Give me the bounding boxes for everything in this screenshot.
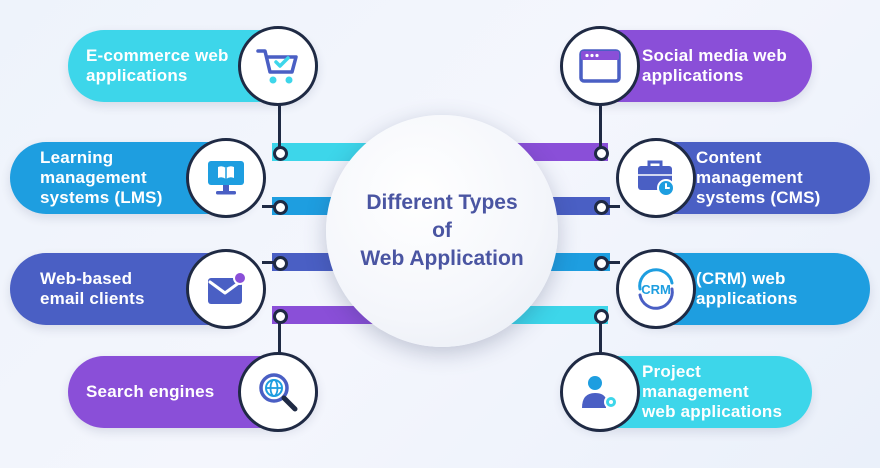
leader-line-social [599, 100, 602, 152]
leader-line-lms [262, 205, 280, 208]
connector-dot-crm [594, 256, 609, 271]
item-label: Learning management systems (LMS) [40, 148, 163, 207]
item-label: Search engines [86, 382, 215, 401]
crm-icon: CRM [638, 268, 674, 310]
icon-circle-project [560, 352, 640, 432]
connector-dot-cms [594, 200, 609, 215]
item-label: Content management systems (CMS) [696, 148, 821, 207]
icon-circle-search [238, 352, 318, 432]
center-title-circle: Different Types of Web Application [326, 115, 558, 347]
briefcase-clock-icon [638, 160, 675, 197]
connector-dot-search [273, 309, 288, 324]
leader-line-crm [602, 261, 620, 264]
item-label: (CRM) web applications [696, 269, 798, 308]
item-label: E-commerce web applications [86, 46, 229, 85]
leader-line-project [599, 316, 602, 368]
item-label: Project management web applications [642, 362, 783, 421]
envelope-icon [208, 271, 247, 304]
icon-circle-crm: CRM [616, 249, 696, 329]
title-line-3: Web Application [360, 247, 524, 270]
title-line-1: Different Types [366, 191, 518, 214]
leader-line-cms [602, 205, 620, 208]
crm-icon-text: CRM [641, 282, 671, 297]
item-label: Social media web applications [642, 46, 787, 85]
magnifier-globe-icon [259, 373, 298, 412]
icon-circle-email [186, 249, 266, 329]
connector-dot-lms [273, 200, 288, 215]
monitor-book-icon [208, 161, 244, 195]
leader-line-ecommerce [278, 100, 281, 152]
icon-circle-cms [616, 138, 696, 218]
user-gear-icon [582, 376, 618, 409]
browser-window-icon [579, 49, 621, 83]
diagram-title: Different Types of Web Application [360, 189, 523, 273]
leader-line-search [278, 316, 281, 368]
item-label: Web-based email clients [40, 269, 145, 308]
shopping-cart-icon [256, 49, 298, 84]
connector-dot-project [594, 309, 609, 324]
connector-dot-email [273, 256, 288, 271]
connector-dot-social [594, 146, 609, 161]
title-line-2: of [432, 219, 452, 242]
leader-line-email [262, 261, 280, 264]
icon-circle-lms [186, 138, 266, 218]
icon-circle-ecommerce [238, 26, 318, 106]
icon-circle-social [560, 26, 640, 106]
connector-dot-ecommerce [273, 146, 288, 161]
